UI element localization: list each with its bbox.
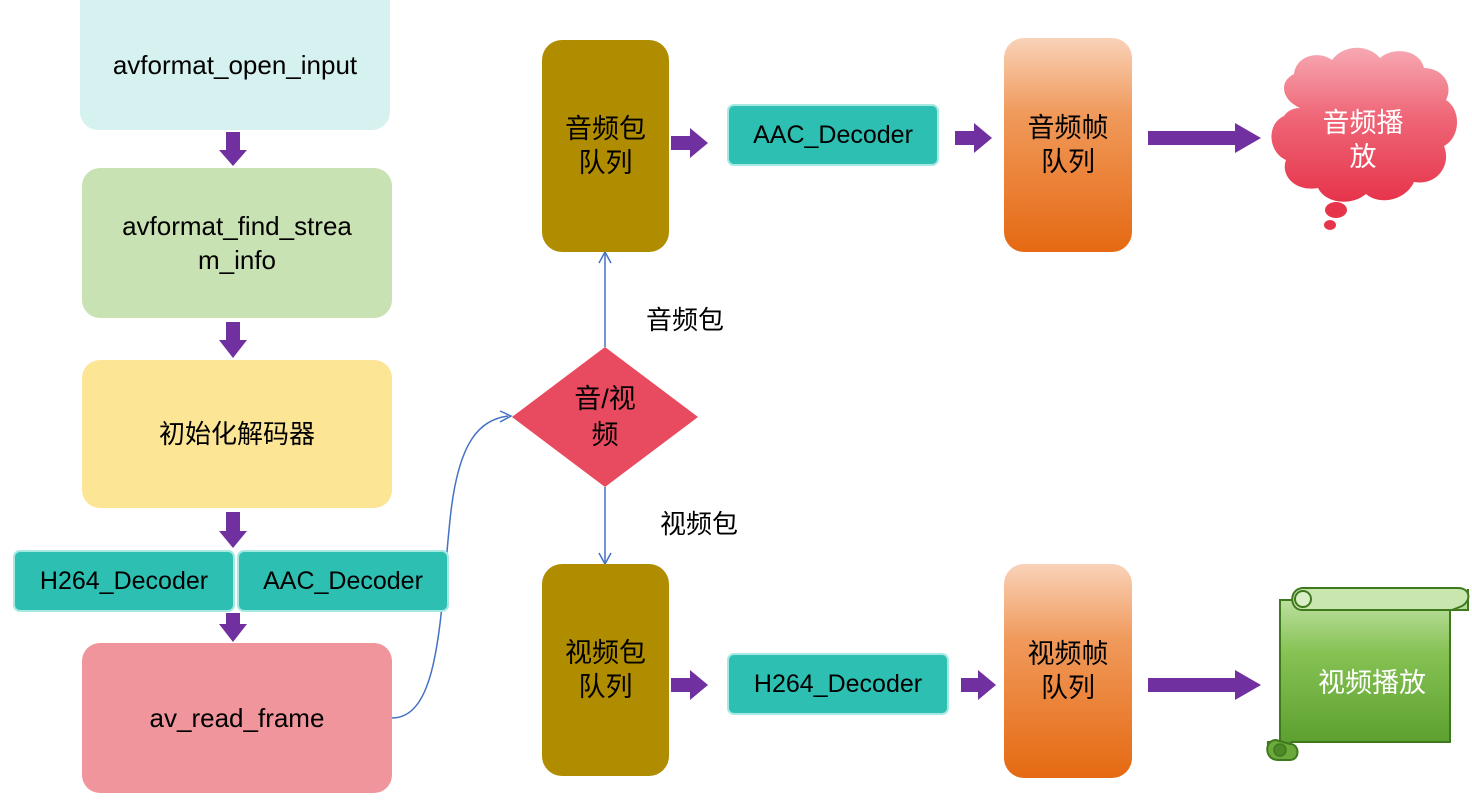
video-frame-queue-node: 视频帧 队列 bbox=[1004, 564, 1132, 778]
av-switch-label-line2: 频 bbox=[591, 420, 619, 450]
arrow-decoders-to-read bbox=[219, 613, 247, 642]
video-packet-queue-line2: 队列 bbox=[578, 672, 633, 702]
audio-frame-queue-line2: 队列 bbox=[1041, 147, 1095, 177]
connector-read-to-switch bbox=[391, 415, 509, 719]
h264-decoder-left-label: H264_Decoder bbox=[39, 567, 209, 595]
arrow-find-to-init bbox=[219, 322, 247, 358]
h264-decoder-node: H264_Decoder bbox=[727, 653, 949, 715]
h264-decoder-left-node: H264_Decoder bbox=[13, 550, 235, 612]
avformat-open-input-label: avformat_open_input bbox=[112, 50, 358, 80]
av-switch-diamond bbox=[512, 347, 698, 487]
audio-play-cloud bbox=[1271, 47, 1458, 230]
arrow-aac-to-audio-fq bbox=[955, 123, 992, 153]
audio-frame-queue-line1: 音频帧 bbox=[1027, 113, 1109, 143]
video-play-scroll bbox=[1266, 587, 1470, 761]
avformat-open-input-node: avformat_open_input bbox=[80, 0, 390, 130]
aac-decoder-label: AAC_Decoder bbox=[753, 121, 913, 149]
audio-play-line1: 音频播 bbox=[1322, 108, 1404, 138]
arrow-init-to-decoders bbox=[219, 512, 247, 548]
audio-packet-edge-label: 音频包 bbox=[646, 305, 725, 335]
arrow-video-q-to-h264 bbox=[671, 670, 708, 700]
video-packet-edge-label: 视频包 bbox=[660, 509, 739, 539]
aac-decoder-left-label: AAC_Decoder bbox=[263, 567, 423, 595]
arrow-video-fq-to-play bbox=[1148, 670, 1261, 700]
init-decoder-label: 初始化解码器 bbox=[158, 419, 315, 449]
arrow-audio-fq-to-play bbox=[1148, 123, 1261, 153]
arrow-open-to-find bbox=[219, 132, 247, 166]
aac-decoder-left-node: AAC_Decoder bbox=[237, 550, 449, 612]
audio-packet-queue-line1: 音频包 bbox=[565, 114, 646, 144]
av-switch-label: 音/视 频 bbox=[555, 381, 655, 453]
video-frame-queue-line1: 视频帧 bbox=[1027, 639, 1109, 669]
av-switch-label-line1: 音/视 bbox=[574, 384, 636, 414]
video-play-label: 视频播放 bbox=[1318, 668, 1426, 698]
h264-decoder-label: H264_Decoder bbox=[753, 670, 923, 698]
video-packet-queue-node: 视频包 队列 bbox=[542, 564, 669, 776]
avformat-find-stream-info-node: avformat_find_stream_info bbox=[82, 168, 392, 318]
audio-packet-queue-node: 音频包 队列 bbox=[542, 40, 669, 252]
avformat-find-stream-info-label: avformat_find_stream_info bbox=[122, 211, 352, 275]
init-decoder-node: 初始化解码器 bbox=[82, 360, 392, 508]
aac-decoder-node: AAC_Decoder bbox=[727, 104, 939, 166]
audio-packet-queue-line2: 队列 bbox=[578, 148, 633, 178]
arrow-audio-q-to-aac bbox=[671, 128, 708, 158]
audio-play-line2: 放 bbox=[1349, 142, 1377, 172]
arrow-h264-to-video-fq bbox=[961, 670, 996, 700]
audio-frame-queue-node: 音频帧 队列 bbox=[1004, 38, 1132, 252]
video-frame-queue-line2: 队列 bbox=[1041, 673, 1095, 703]
av-read-frame-node: av_read_frame bbox=[82, 643, 392, 793]
video-packet-queue-line1: 视频包 bbox=[565, 638, 646, 668]
audio-play-label: 音频播 放 bbox=[1300, 106, 1426, 174]
av-read-frame-label: av_read_frame bbox=[149, 703, 325, 733]
